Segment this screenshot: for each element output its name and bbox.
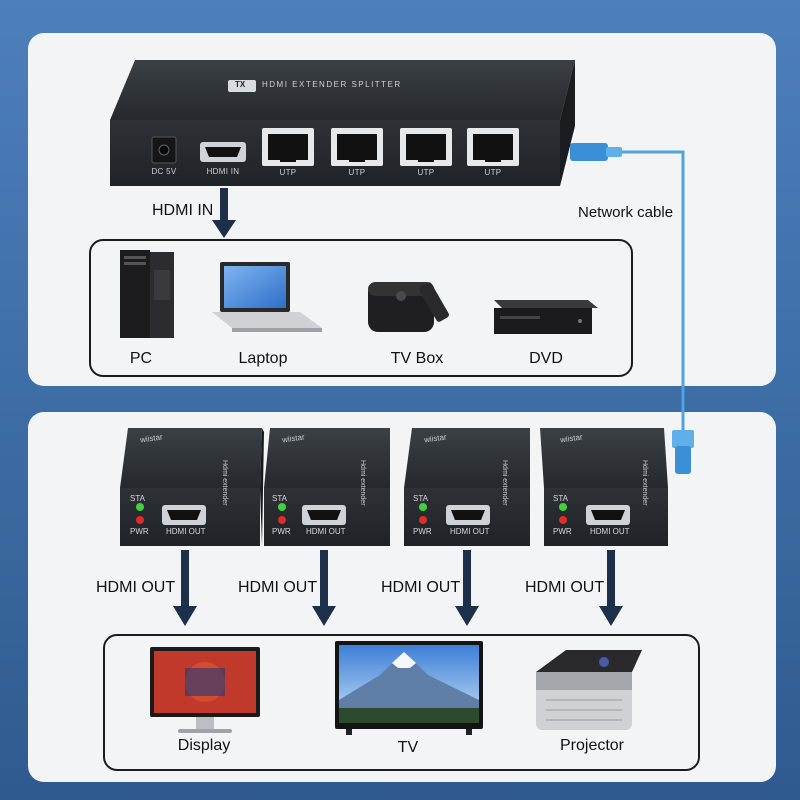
receiver-2 <box>264 428 390 546</box>
monitor-icon <box>150 647 260 733</box>
receiver-1-pwr-label: PWR <box>130 527 149 536</box>
tv-icon <box>335 641 483 735</box>
tx-badge-text: TX <box>235 80 246 89</box>
source-label-laptop: Laptop <box>238 350 288 367</box>
receiver-3-pwr-label: PWR <box>413 527 432 536</box>
sta-led <box>419 503 427 511</box>
splitter-top-text: HDMI EXTENDER SPLITTER <box>262 80 402 89</box>
projector-icon <box>536 650 642 730</box>
dc-port-label: DC 5V <box>151 167 177 176</box>
pwr-led <box>136 516 144 524</box>
hdmi-in-port-label: HDMI IN <box>206 167 240 176</box>
splitter-device <box>110 60 575 186</box>
displays-box <box>103 634 700 771</box>
utp-label-2: UTP <box>348 168 366 177</box>
dvd-player-icon <box>494 300 598 334</box>
network-cable <box>570 143 694 474</box>
utp-port-4 <box>467 128 519 166</box>
sta-led <box>559 503 567 511</box>
hdmi-out-label-4: HDMI OUT <box>525 579 605 596</box>
sources-box <box>89 239 633 377</box>
utp-label-3: UTP <box>417 168 435 177</box>
receiver-3 <box>404 428 530 546</box>
receiver-2-sta-label: STA <box>272 494 287 503</box>
receiver-3-port-label: HDMI OUT <box>450 527 490 536</box>
receiver-3-sta-label: STA <box>413 494 428 503</box>
receiver-1-side-text: Hdmi extender <box>221 460 228 506</box>
pwr-led <box>278 516 286 524</box>
hdmi-out-arrow-4 <box>599 550 623 626</box>
hdmi-in-arrow <box>212 188 236 238</box>
receiver-4-side-text: Hdmi extender <box>641 460 648 506</box>
receiver-4-pwr-label: PWR <box>553 527 572 536</box>
source-label-pc: PC <box>129 350 153 367</box>
pwr-led <box>419 516 427 524</box>
network-cable-label: Network cable <box>578 204 674 221</box>
hdmi-out-label-3: HDMI OUT <box>381 579 461 596</box>
receiver-1-sta-label: STA <box>130 494 145 503</box>
receiver-2-port-label: HDMI OUT <box>306 527 346 536</box>
hdmi-out-arrow-1 <box>173 550 197 626</box>
hdmi-out-label-2: HDMI OUT <box>238 579 318 596</box>
pwr-led <box>559 516 567 524</box>
sta-led <box>278 503 286 511</box>
display-label-projector: Projector <box>559 737 625 754</box>
display-label-display: Display <box>177 737 231 754</box>
tv-box-icon <box>368 282 449 332</box>
hdmi-in-label: HDMI IN <box>152 202 214 219</box>
utp-port-3 <box>400 128 452 166</box>
receiver-2-side-text: Hdmi extender <box>359 460 366 506</box>
display-label-tv: TV <box>397 739 419 756</box>
utp-port-2 <box>331 128 383 166</box>
receiver-2-pwr-label: PWR <box>272 527 291 536</box>
source-label-tv-box: TV Box <box>390 350 444 367</box>
utp-label-1: UTP <box>279 168 297 177</box>
receiver-1 <box>120 428 264 546</box>
hdmi-out-arrow-2 <box>312 550 336 626</box>
laptop-icon <box>212 262 322 332</box>
cable-connector-top <box>570 143 608 161</box>
tx-badge <box>228 80 256 92</box>
utp-label-4: UTP <box>484 168 502 177</box>
pc-tower-icon <box>120 250 174 338</box>
cable-connector-bottom <box>672 430 694 448</box>
receiver-4-port-label: HDMI OUT <box>590 527 630 536</box>
utp-port-1 <box>262 128 314 166</box>
receiver-4-sta-label: STA <box>553 494 568 503</box>
hdmi-out-label-1: HDMI OUT <box>96 579 176 596</box>
hdmi-out-arrow-3 <box>455 550 479 626</box>
receiver-3-side-text: Hdmi extender <box>501 460 508 506</box>
sta-led <box>136 503 144 511</box>
receiver-1-port-label: HDMI OUT <box>166 527 206 536</box>
source-label-dvd: DVD <box>529 350 563 367</box>
receiver-4 <box>540 428 668 546</box>
